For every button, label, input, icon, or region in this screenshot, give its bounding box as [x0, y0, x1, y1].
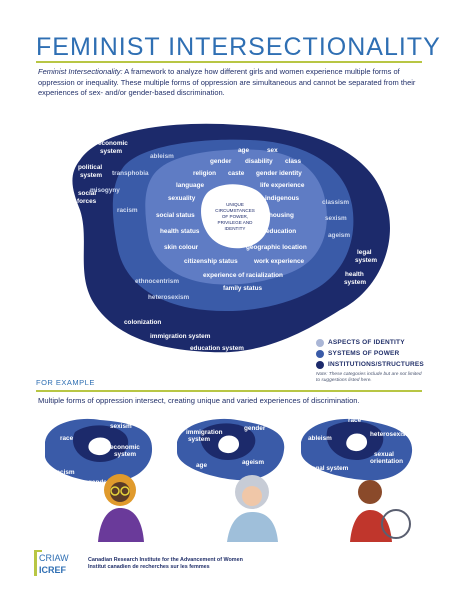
center-circle — [201, 184, 271, 249]
example-rule — [36, 390, 422, 392]
identity-skin-colour: skin colour — [164, 244, 199, 251]
identity-gender-identity: gender identity — [256, 170, 302, 177]
identity-disability: disability — [245, 158, 273, 165]
ex1-racism: racism — [54, 469, 75, 476]
ex1-economic-2: system — [114, 451, 136, 458]
logo-bottom: ICREF — [39, 565, 67, 575]
ex1-gender: gender — [88, 479, 110, 486]
legend-note: Note: These categories include but are n… — [316, 372, 422, 383]
ex3-ableism: ableism — [308, 435, 332, 442]
power-ethnocentrism: ethnocentrism — [135, 278, 179, 285]
identity-class: class — [285, 158, 301, 165]
ex3-legal-system: legal system — [310, 465, 349, 472]
ex1-race: race — [60, 435, 74, 442]
power-classism: classism — [322, 199, 349, 206]
legend-label: SYSTEMS OF POWER — [328, 350, 400, 357]
center-line-4: PRIVILEGE AND — [218, 220, 254, 225]
identity-citizenship-status: citizenship status — [184, 258, 238, 265]
ex1-sexism: sexism — [110, 423, 132, 430]
identity-age: age — [238, 147, 249, 154]
identity-housing: housing — [269, 212, 294, 219]
structure-immigration-system: immigration system — [150, 333, 211, 340]
identity-indigenous: indigenous — [265, 195, 300, 202]
power-ableism: ableism — [150, 153, 174, 160]
ex3-orientation: orientation — [370, 458, 403, 465]
title-rule — [36, 61, 422, 63]
legend-dot — [316, 338, 324, 347]
center-line-5: IDENTITY — [225, 226, 246, 231]
ex3-race: race — [348, 417, 362, 424]
ex3-sexual: sexual — [374, 451, 394, 458]
logo-mark: CRIAW ICREF — [34, 550, 69, 576]
identity-language: language — [176, 182, 204, 189]
definition-term: Feminist Intersectionality: — [38, 67, 123, 76]
identity-religion: religion — [193, 170, 216, 177]
example-1-illustration: race sexism economic system racism gende… — [45, 418, 153, 542]
footer-line-fr: Institut canadien de recherches sur les … — [88, 564, 210, 571]
identity-social-status: social status — [156, 212, 195, 219]
page-title: FEMINIST INTERSECTIONALITY — [36, 33, 441, 61]
ex2-gender: gender — [244, 425, 266, 432]
legend-label: INSTITUTIONS/STRUCTURES — [328, 361, 424, 368]
ex1-economic-1: economic — [110, 444, 140, 451]
structure-political-line2: system — [80, 172, 102, 179]
legend-label: ASPECTS OF IDENTITY — [328, 339, 405, 346]
legend-dot — [316, 360, 324, 369]
power-racism: racism — [117, 207, 138, 214]
power-ageism: ageism — [328, 232, 350, 239]
ex2-ageism: ageism — [242, 459, 264, 466]
power-misogyny: misogyny — [90, 187, 120, 194]
legend-item-identity: ASPECTS OF IDENTITY — [316, 337, 426, 348]
definition-text: A framework to analyze how different gir… — [38, 67, 416, 97]
structure-legal-line2: system — [355, 257, 377, 264]
center-line-1: UNIQUE — [226, 202, 244, 207]
identity-gender: gender — [210, 158, 232, 165]
identity-education: education — [266, 228, 296, 235]
ex2-immigration-1: immigration — [186, 429, 223, 436]
identity-family-status: family status — [223, 285, 263, 292]
identity-life-experience: life experience — [260, 182, 305, 189]
intersectionality-diagram: UNIQUE CIRCUMSTANCES OF POWER, PRIVILEGE… — [72, 123, 390, 353]
example-2-illustration: immigration system gender age ageism — [177, 418, 285, 542]
criaw-icref-logo: CRIAW ICREF — [34, 549, 84, 579]
logo-top: CRIAW — [39, 553, 69, 563]
identity-caste: caste — [228, 170, 245, 177]
identity-work-experience: work experience — [253, 258, 305, 265]
structure-legal-line1: legal — [357, 249, 372, 256]
structure-political-line1: political — [78, 164, 102, 171]
identity-geographic-location: geographic location — [246, 244, 307, 251]
structure-economic-line1: economic — [98, 140, 128, 147]
for-example-heading: FOR EXAMPLE — [36, 378, 95, 387]
ex2-age: age — [196, 462, 207, 469]
ex2-immigration-2: system — [188, 436, 210, 443]
structure-social-line2: forces — [77, 198, 97, 205]
structure-health-line1: health — [345, 271, 364, 278]
power-heterosexism: heterosexism — [148, 294, 190, 301]
structure-health-line2: system — [344, 279, 366, 286]
structure-education-system: education system — [190, 345, 244, 352]
definition-paragraph: Feminist Intersectionality: A framework … — [38, 67, 422, 99]
legend-dot — [316, 349, 324, 358]
legend-item-structures: INSTITUTIONS/STRUCTURES — [316, 359, 426, 370]
structure-colonization: colonization — [124, 319, 161, 326]
power-transphobia: transphobia — [112, 170, 149, 177]
identity-sex: sex — [267, 147, 278, 154]
power-sexism: sexism — [325, 215, 347, 222]
example-3-illustration: race ableism heterosexism legal system s… — [301, 417, 413, 542]
ex3-heterosexism: heterosexism — [370, 431, 412, 438]
example-intro: Multiple forms of oppression intersect, … — [38, 396, 360, 405]
identity-sexuality: sexuality — [168, 195, 196, 202]
legend-item-power: SYSTEMS OF POWER — [316, 348, 426, 359]
structure-economic-line2: system — [100, 148, 122, 155]
footer-line-en: Canadian Research Institute for the Adva… — [88, 557, 243, 563]
center-line-2: CIRCUMSTANCES — [215, 208, 255, 213]
structure-social-line1: social — [78, 190, 96, 197]
center-line-3: OF POWER, — [222, 214, 248, 219]
identity-health-status: health status — [160, 228, 200, 235]
legend: ASPECTS OF IDENTITY SYSTEMS OF POWER INS… — [316, 337, 426, 384]
footer-organization: Canadian Research Institute for the Adva… — [88, 557, 243, 572]
identity-experience-of-racialization: experience of racialization — [203, 272, 283, 279]
